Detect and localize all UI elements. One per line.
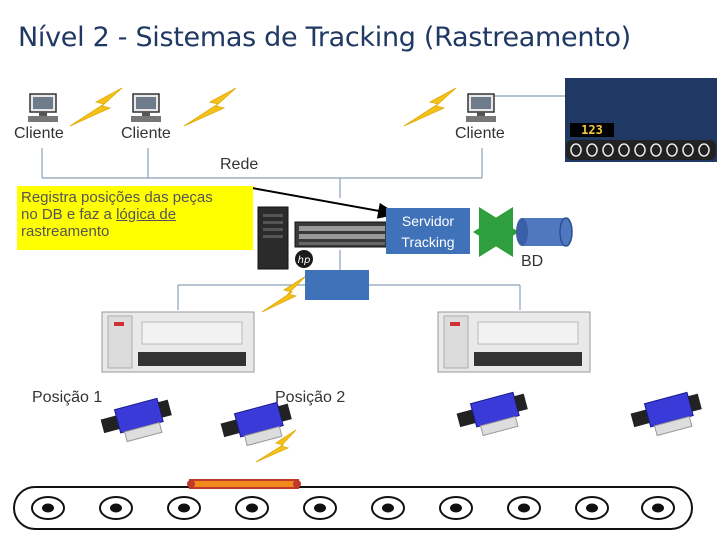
- workpiece: [189, 479, 299, 489]
- hp-logo: hp: [295, 250, 313, 268]
- lightning-bolt-icon: [403, 87, 457, 127]
- server-label: Servidor: [401, 213, 455, 229]
- client-label: Cliente: [121, 125, 171, 142]
- network-switch-box: [305, 270, 369, 300]
- rfid-reader-icon: [100, 397, 172, 443]
- conveyor-belt: [13, 479, 693, 530]
- piece-counter: 123: [570, 123, 614, 137]
- server-tower-icon: [257, 206, 289, 270]
- lightning-bolt-icon: [261, 275, 307, 313]
- rfid-reader-icon: [456, 391, 528, 437]
- lightning-bolt-icon: [183, 87, 237, 127]
- note-arrow: [251, 187, 398, 219]
- plc-controller-icon: [101, 311, 255, 373]
- conveyor-rollers: [31, 496, 675, 520]
- note-line: rastreamento: [21, 223, 110, 240]
- plc-controller-icon: [437, 311, 591, 373]
- note-link-text: lógica de: [116, 206, 177, 223]
- tracking-note: Registra posições das peças no DB e faz …: [17, 186, 253, 250]
- svg-text:hp: hp: [298, 255, 311, 266]
- server-label: Tracking: [401, 234, 455, 250]
- rfid-reader-icon: [220, 401, 292, 447]
- monitor-belt-icon: [566, 140, 716, 160]
- client-computer-icon: [131, 93, 161, 122]
- lightning-bolt-icon: [255, 429, 297, 463]
- db-label: BD: [521, 253, 544, 270]
- client-label: Cliente: [14, 125, 64, 142]
- server-tracking-box: Servidor Tracking: [386, 208, 470, 254]
- client-label: Cliente: [455, 125, 505, 142]
- lightning-bolt-icon: [69, 87, 123, 127]
- client-computer-icon: [28, 93, 58, 122]
- network-top-lines: [41, 95, 565, 198]
- server-rack-icon: [294, 221, 390, 248]
- note-line: no DB e faz a lógica de: [21, 206, 249, 223]
- position-label: Posição 2: [275, 389, 346, 406]
- note-line: Registra posições das peças: [21, 189, 213, 206]
- database-cylinder-icon: [516, 217, 573, 247]
- page-title: Nível 2 - Sistemas de Tracking (Rastream…: [18, 22, 631, 53]
- client-computer-icon: [466, 93, 496, 122]
- rfid-reader-icon: [630, 391, 702, 437]
- network-label: Rede: [220, 156, 259, 173]
- note-text: no DB e faz a: [21, 206, 117, 223]
- position-label: Posição 1: [32, 389, 103, 406]
